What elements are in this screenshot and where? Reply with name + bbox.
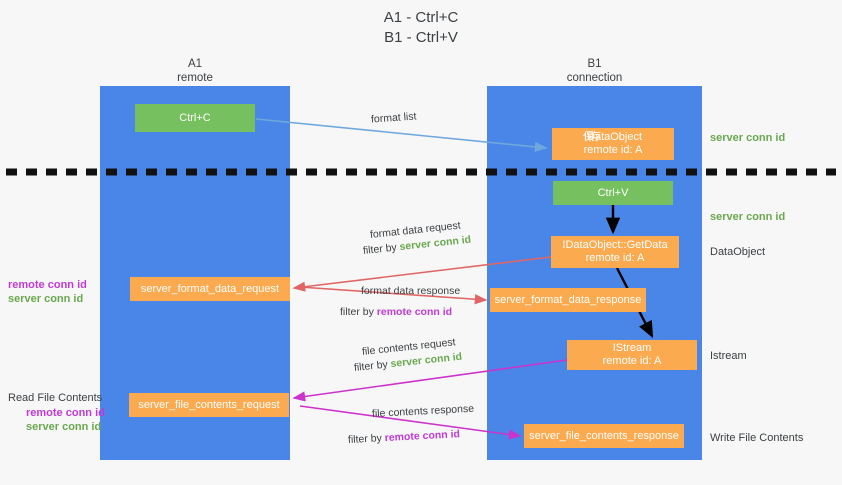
node-istream[interactable]: IStream remote id: A <box>567 340 697 370</box>
annotation-remote-conn-id-2: remote conn id <box>26 407 105 419</box>
node-getdata-label: IDataObject::GetData <box>562 239 668 251</box>
edge-label-format-list: format list <box>370 110 417 126</box>
annotation-read-file-contents: Read File Contents <box>8 392 103 404</box>
node-getdata[interactable]: IDataObject::GetData remote id: A <box>551 236 679 268</box>
column-header-b1: B1 connection <box>487 57 702 85</box>
annotation-write-file-contents: Write File Contents <box>710 432 804 444</box>
node-server-file-contents-response-label: server_file_contents_response <box>529 429 679 442</box>
annotation-server-conn-id-top: server conn id <box>710 132 786 144</box>
node-server-format-data-request[interactable]: server_format_data_request <box>130 277 290 301</box>
annotation-dataobject: DataObject <box>710 246 766 258</box>
annotation-remote-conn-id-1: remote conn id <box>8 279 87 291</box>
node-istream-sub: remote id: A <box>602 355 662 367</box>
node-ctrl-v[interactable]: Ctrl+V <box>553 181 673 205</box>
node-idataobject-sub: remote id: A <box>583 144 643 156</box>
node-server-file-contents-request[interactable]: server_file_contents_request <box>129 393 289 417</box>
node-istream-label: IStream <box>612 342 652 354</box>
annotation-left-conn-ids-format: remote conn id server conn id <box>8 278 100 306</box>
annotation-istream: Istream <box>710 350 747 362</box>
node-idataobject-ghost-glyph: 保存 <box>582 131 601 143</box>
node-server-file-contents-request-label: server_file_contents_request <box>138 398 280 411</box>
edge-label-file-contents-response: file contents response <box>371 402 475 420</box>
node-ctrl-c[interactable]: Ctrl+C <box>135 104 255 132</box>
edge-label-format-data-response-filter: filter by remote conn id <box>340 305 452 319</box>
column-header-a1-name: A1 <box>187 58 203 70</box>
annotation-server-conn-id-1: server conn id <box>8 293 84 305</box>
filter-prefix: filter by <box>353 358 392 374</box>
filter-value-remote-conn-id: remote conn id <box>384 428 461 445</box>
node-server-format-data-request-label: server_format_data_request <box>140 282 280 295</box>
node-getdata-sub: remote id: A <box>585 252 645 264</box>
filter-value-remote-conn-id: remote conn id <box>376 306 453 318</box>
column-header-a1-subtitle: remote <box>177 72 213 84</box>
title-line-1: A1 - Ctrl+C <box>383 9 459 26</box>
filter-prefix: filter by <box>362 241 401 257</box>
column-header-b1-name: B1 <box>587 58 602 70</box>
title-line-2: B1 - Ctrl+V <box>384 29 458 46</box>
node-idataobject[interactable]: 保存 IDataObject remote id: A <box>552 128 674 160</box>
node-idataobject-label: IDataObject <box>583 131 643 143</box>
node-ctrl-c-label: Ctrl+C <box>179 111 211 124</box>
node-server-format-data-response-label: server_format_data_response <box>494 293 642 306</box>
node-ctrl-v-label: Ctrl+V <box>597 186 629 199</box>
column-header-a1: A1 remote <box>100 57 290 85</box>
node-idataobject-label-wrap: 保存 IDataObject <box>582 131 643 144</box>
annotation-left-conn-ids-file: remote conn id server conn id <box>26 406 126 434</box>
edge-label-format-data-response: format data response <box>361 285 461 297</box>
filter-prefix: filter by <box>347 432 386 446</box>
edge-label-file-contents-response-filter: filter by remote conn id <box>348 427 461 447</box>
page-title: A1 - Ctrl+C B1 - Ctrl+V <box>0 8 842 48</box>
annotation-server-conn-id-2: server conn id <box>26 421 102 433</box>
node-server-file-contents-response[interactable]: server_file_contents_response <box>524 424 684 448</box>
column-header-b1-subtitle: connection <box>566 72 623 84</box>
annotation-server-conn-id-mid: server conn id <box>710 211 786 223</box>
node-server-format-data-response[interactable]: server_format_data_response <box>490 288 646 312</box>
filter-prefix: filter by <box>340 306 377 318</box>
